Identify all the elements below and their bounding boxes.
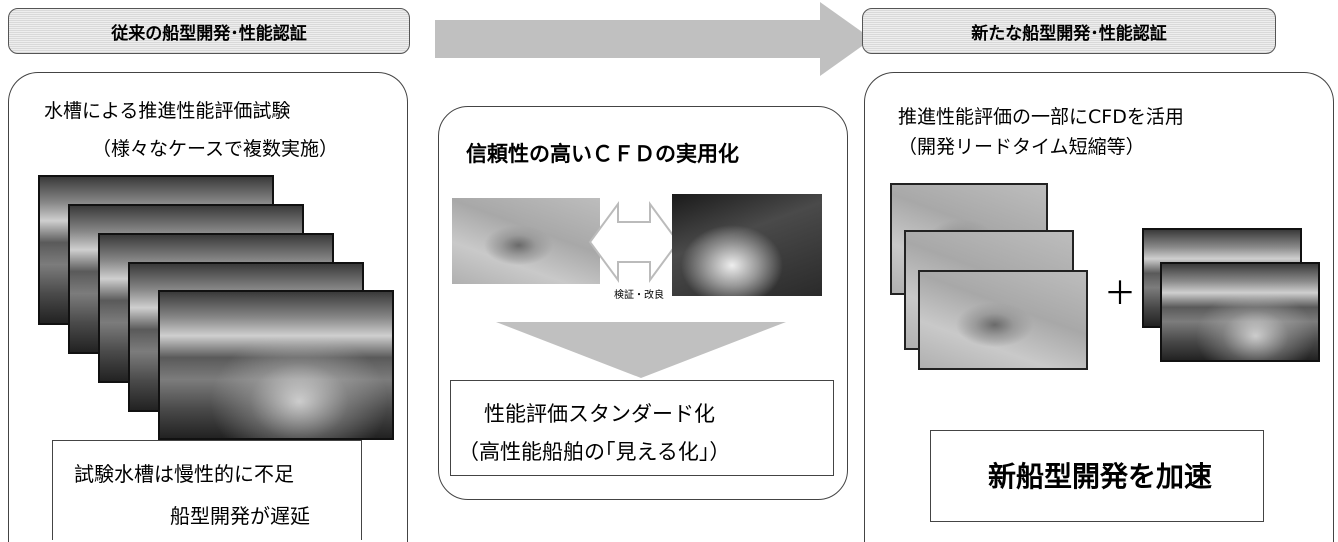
top-transition-arrow <box>435 2 872 76</box>
right-result-text: 新船型開発を加速 <box>988 460 1213 493</box>
left-result-box <box>52 440 362 540</box>
left-result-line1: 試験水槽は慢性的に不足 <box>74 462 294 486</box>
cfd-photo-3 <box>918 270 1088 370</box>
center-result-line2: （高性能船舶の｢見える化｣） <box>458 440 731 464</box>
verify-double-arrow <box>588 200 680 284</box>
plus-sign: ＋ <box>1104 274 1137 312</box>
right-panel-line1: 推進性能評価の一部にCFDを活用 <box>898 106 1184 128</box>
sea-trial-photo <box>672 194 822 296</box>
left-panel-line1: 水槽による推進性能評価試験 <box>44 100 291 122</box>
center-result-box <box>450 380 834 476</box>
header-conventional: 従来の船型開発･性能認証 <box>8 8 410 54</box>
left-panel-line2: （様々なケースで複数実施） <box>92 138 339 160</box>
header-conventional-label: 従来の船型開発･性能認証 <box>111 23 307 44</box>
verify-caption: 検証・改良 <box>614 290 664 301</box>
cfd-hull-image <box>452 198 600 284</box>
down-arrow <box>496 322 786 378</box>
center-title: 信頼性の高いＣＦＤの実用化 <box>466 142 739 166</box>
right-tank-photo-2 <box>1160 262 1320 362</box>
right-result-box <box>930 430 1264 522</box>
header-new: 新たな船型開発･性能認証 <box>862 8 1276 54</box>
top-arrow-shape <box>435 2 872 76</box>
right-panel-line2: （開発リードタイム短縮等） <box>898 136 1145 158</box>
center-result-line1: 性能評価スタンダード化 <box>484 402 715 426</box>
left-result-line2: 船型開発が遅延 <box>170 504 310 528</box>
tank-photo-5 <box>158 290 394 440</box>
header-new-label: 新たな船型開発･性能認証 <box>971 23 1167 44</box>
